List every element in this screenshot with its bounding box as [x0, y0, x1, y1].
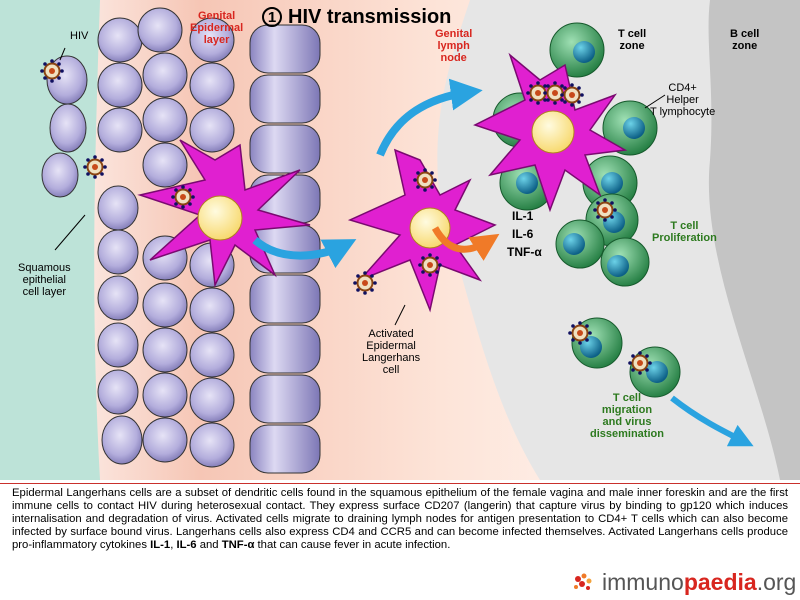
- step-number-badge: 1: [262, 7, 282, 27]
- caption-text-3: and: [196, 539, 222, 551]
- caption-divider: [0, 483, 800, 484]
- b-cell-zone-label: B cell zone: [730, 28, 760, 53]
- cd4-helper-label: CD4+ Helper T lymphocyte: [650, 82, 716, 119]
- il6-label: IL-6: [512, 227, 534, 241]
- caption-tnf: TNF-α: [221, 539, 255, 551]
- t-cell-zone-label: T cell zone: [618, 28, 647, 53]
- logo-molecule-icon: [574, 573, 592, 590]
- hiv-pointer: [59, 47, 66, 61]
- t-cell-migration-label: T cell migration and virus dissemination: [590, 392, 664, 441]
- title-group: 1 HIV transmission: [262, 3, 451, 31]
- b-cell-zone-region: [708, 0, 800, 480]
- genital-epidermal-layer-label: Genital Epidermal layer: [190, 10, 244, 47]
- activated-pointer: [394, 304, 406, 326]
- activated-langerhans-label: Activated Epidermal Langerhans cell: [362, 328, 421, 377]
- diagram-title: HIV transmission: [288, 5, 452, 28]
- migration-arrow-2: [376, 78, 483, 157]
- basal-cells: [249, 24, 321, 474]
- il1-label: IL-1: [512, 209, 534, 223]
- langerhans-cell-epidermal: [137, 139, 311, 288]
- caption-text-4: that can cause fever in acute infection.: [254, 539, 451, 551]
- caption-text-2: ,: [170, 539, 177, 551]
- tnf-label: TNF-α: [507, 245, 542, 259]
- helper-pointer: [644, 94, 666, 109]
- caption-text-1: Epidermal Langerhans cells are a subset …: [12, 487, 788, 551]
- logo-suffix: .org: [756, 568, 797, 595]
- caption: Epidermal Langerhans cells are a subset …: [12, 487, 788, 552]
- squamous-pointer: [54, 214, 86, 251]
- squamous-label: Squamous epithelial cell layer: [18, 262, 71, 299]
- genital-lymph-node-label: Genital lymph node: [435, 28, 473, 65]
- migration-arrow-1: [252, 236, 357, 269]
- logo-highlight: paedia: [683, 568, 757, 595]
- t-cell-proliferation-label: T cell Proliferation: [652, 220, 717, 245]
- caption-il1: IL-1: [150, 539, 171, 551]
- hiv-label: HIV: [70, 30, 89, 42]
- diagram: [0, 0, 800, 480]
- cytokine-arrow: [431, 226, 500, 261]
- dissemination-arrow: [670, 395, 754, 447]
- caption-il6: IL-6: [176, 539, 197, 551]
- langerhans-cell-lymph-node: [473, 52, 628, 213]
- squamous-cells: [41, 7, 235, 468]
- logo-prefix: immuno: [602, 568, 684, 595]
